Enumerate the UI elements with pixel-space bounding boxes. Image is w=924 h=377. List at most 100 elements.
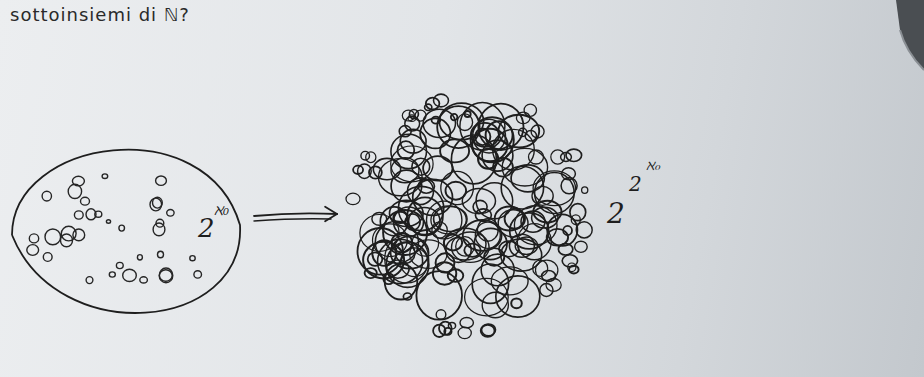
element-circle [167,210,174,217]
subset-circle [473,119,506,153]
subset-circle [353,166,363,174]
subset-circle [511,298,522,308]
element-circle [27,245,39,256]
subset-circle [415,110,426,121]
subset-circle [576,222,592,238]
subset-circle [477,219,498,242]
element-circle [123,269,137,281]
power-set-cluster: 22 ℵ₀ [345,82,685,350]
subset-circle [434,94,449,107]
subset-circle [481,254,514,286]
subset-circle [423,156,452,180]
subset-circle [458,327,471,338]
subset-circle [525,131,536,142]
subset-circle [566,149,582,161]
subset-circle [582,187,588,194]
subset-circle [501,166,543,209]
subset-circle [391,170,422,202]
element-circle [45,229,61,245]
element-circle [95,211,102,217]
element-circle [190,256,195,261]
element-circle [61,234,73,247]
subset-circle [391,134,427,168]
cardinal-base: 2 [607,200,625,228]
set-oval: 2ℵ₀ [10,145,242,317]
subset-circle [465,111,471,117]
element-circle [153,197,163,208]
subset-circle [478,104,523,150]
subset-circle [446,182,467,200]
subset-circle [375,221,418,263]
subset-circle [436,253,455,272]
subset-circle [436,310,446,319]
element-circle [81,197,90,205]
subset-circle [366,152,376,163]
set-outline [12,150,240,313]
subset-circle [473,200,487,213]
subset-circle [569,266,579,274]
element-circle [86,277,93,284]
element-circle [119,225,125,231]
subset-circle [511,165,544,192]
question-heading: sottoinsiemi di ℕ? [10,4,190,25]
element-circle [106,220,110,224]
subset-circle [575,241,588,252]
element-circle [29,234,38,243]
subset-circle [444,328,451,335]
subset-circle [482,292,508,318]
element-circle [137,255,142,260]
element-circle [116,262,123,268]
element-circle [158,251,164,257]
element-circle [42,191,51,201]
subset-circle [463,220,502,251]
element-circle [43,253,52,262]
subset-circle [499,241,519,257]
subset-circle [399,126,411,137]
subset-circle [546,279,561,292]
cardinal-base: 2 [198,215,215,241]
element-circle [159,270,172,282]
element-circle [156,176,167,185]
subset-circle [385,264,418,300]
subset-circle [425,104,432,110]
element-circle [159,268,173,283]
subset-circle [561,153,572,162]
cardinal-exponent: ℵ₀ [214,203,229,218]
subset-circle [434,207,467,232]
subset-circle [379,159,423,196]
element-circle [150,198,162,211]
subset-circle [547,229,568,246]
subset-circle [570,204,586,221]
subset-circle [439,103,483,140]
subset-circle [471,117,514,162]
element-circle [73,229,85,241]
element-circle [102,174,108,179]
subset-circle [501,239,542,271]
subset-circle [529,150,544,164]
element-circle [194,271,202,278]
subset-circle [481,325,495,337]
subset-circle [533,260,548,276]
element-circle [140,277,148,283]
subset-circle [346,193,360,204]
dark-object [896,0,924,70]
element-circle [156,219,164,227]
map-arrow [254,207,337,222]
subset-circle [402,110,414,121]
node-outline [345,82,685,350]
subset-circle [514,206,557,245]
subset-circle [460,318,473,328]
object-edge [900,30,924,70]
cardinal-exponent: 2 [629,174,642,194]
subset-circle [496,276,540,317]
subset-circle [524,104,536,116]
subset-circle [562,168,576,180]
element-circle [72,176,84,186]
subset-circle [551,150,565,164]
element-circle [109,272,115,277]
cardinal-exponent: ℵ₀ [646,158,661,172]
subset-circle [451,114,458,120]
element-circle [74,211,83,219]
